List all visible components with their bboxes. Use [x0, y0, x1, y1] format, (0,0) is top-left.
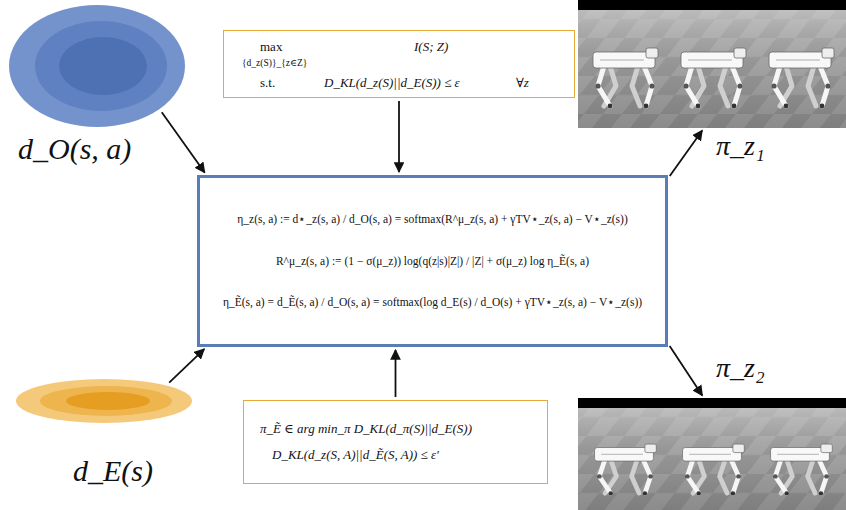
density-contour: [35, 21, 167, 111]
flow-arrow: [398, 101, 400, 172]
robot: [593, 48, 658, 108]
objective-box: max {d_z(S)}_{z∈Z} I(S; Z) s.t. D_KL(d_z(S)|…: [223, 30, 575, 98]
policy-label: π_z₁: [716, 130, 765, 162]
flow-arrow: [162, 112, 205, 172]
equation-box: η_z(s, a) := d⋆_z(s, a) / d_O(s, a) = so…: [197, 175, 668, 347]
distribution-label: d_O(s, a): [18, 132, 131, 166]
robot: [683, 444, 745, 495]
distribution-ellipse: d_O(s, a): [8, 4, 186, 128]
distribution-ellipse: d_E(s): [15, 378, 193, 424]
floor-shade: [578, 398, 846, 510]
ellipse-shape: [15, 378, 193, 424]
density-contour: [59, 37, 147, 95]
equation: η_z(s, a) := d⋆_z(s, a) / d_O(s, a) = so…: [214, 211, 651, 228]
projection: π_Ẽ ∈ arg min_π D_KL(d_π(S)||d_E(S)): [260, 421, 531, 437]
distribution-label: d_E(s): [73, 454, 153, 488]
density-contour: [40, 386, 172, 416]
policy-label: π_z₂: [716, 352, 765, 384]
robot: [771, 444, 833, 495]
operator-subscript: {d_z(S)}_{z∈Z}: [242, 57, 307, 68]
robot: [769, 48, 834, 108]
flow-arrow: [670, 130, 702, 176]
render-panel: [578, 398, 846, 510]
constraint: D_KL(d_z(S)||d_E(S)) ≤ ε: [324, 75, 460, 91]
flow-arrow: [169, 349, 204, 383]
robot: [595, 444, 657, 495]
constraint: D_KL(d_z(S, A)||d_Ẽ(S, A)) ≤ ε′: [260, 447, 531, 463]
sky-bar: [578, 0, 846, 10]
density-contour: [9, 5, 185, 127]
policy-render: π_z₂: [578, 398, 846, 510]
floor-shade: [578, 0, 846, 128]
constraint-box: π_Ẽ ∈ arg min_π D_KL(d_π(S)||d_E(S)) D_KL…: [243, 400, 548, 484]
operator: max: [260, 39, 282, 55]
floor: [578, 0, 846, 128]
equation: η_Ẽ(s, a) = d_Ẽ(s, a) / d_O(s, a) = soft…: [214, 294, 651, 311]
floor: [578, 398, 846, 510]
density-contour: [66, 392, 150, 410]
flow-arrow: [670, 346, 703, 395]
objective: I(S; Z): [414, 39, 448, 55]
constraint-keyword: s.t.: [260, 75, 275, 91]
policy-render: π_z₁: [578, 0, 846, 128]
ellipse-shape: [8, 4, 186, 128]
render-panel: [578, 0, 846, 128]
quantifier: ∀z: [516, 75, 529, 91]
density-contour: [16, 379, 192, 423]
robot: [681, 48, 746, 108]
equation: R^μ_z(s, a) := (1 − σ(μ_z)) log(q(z|s)|Z…: [214, 253, 651, 270]
sky-bar: [578, 398, 846, 408]
flow-arrow: [395, 350, 397, 397]
